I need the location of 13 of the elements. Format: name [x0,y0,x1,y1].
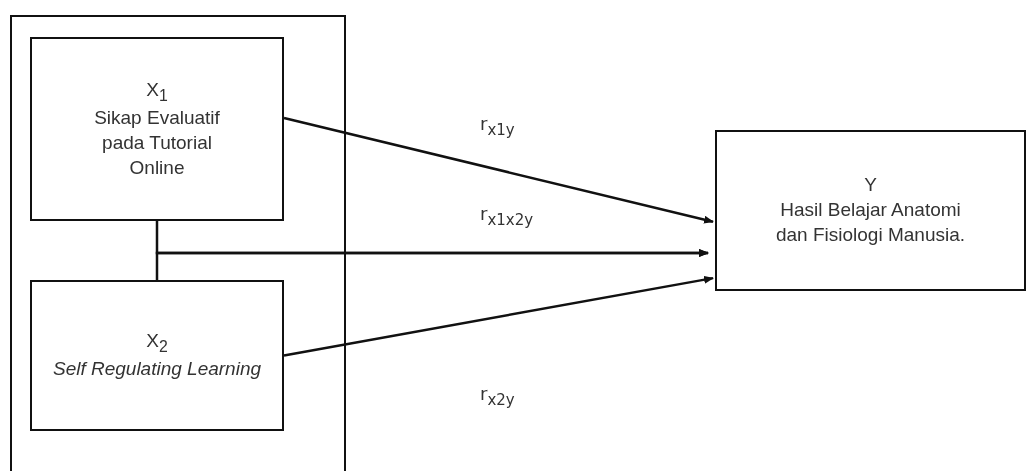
arrow [283,275,714,357]
arrow [283,116,714,224]
variable-box [30,280,284,431]
variable-box [30,37,284,221]
group-frame [10,15,346,471]
variable-name: Hasil Belajar Anatomi dan Fisiologi Manusia. [774,198,966,247]
variable-symbol: X$_{1}$ [145,77,169,106]
variable-box [715,130,1026,291]
variable-symbol: Y [863,173,878,198]
variable-name: Self Regulating Learning [51,357,263,382]
variable-name: Sikap Evaluatif pada Tutorial Online [93,106,221,180]
arrow [155,249,709,280]
variable-symbol: X$_{2}$ [145,328,169,357]
